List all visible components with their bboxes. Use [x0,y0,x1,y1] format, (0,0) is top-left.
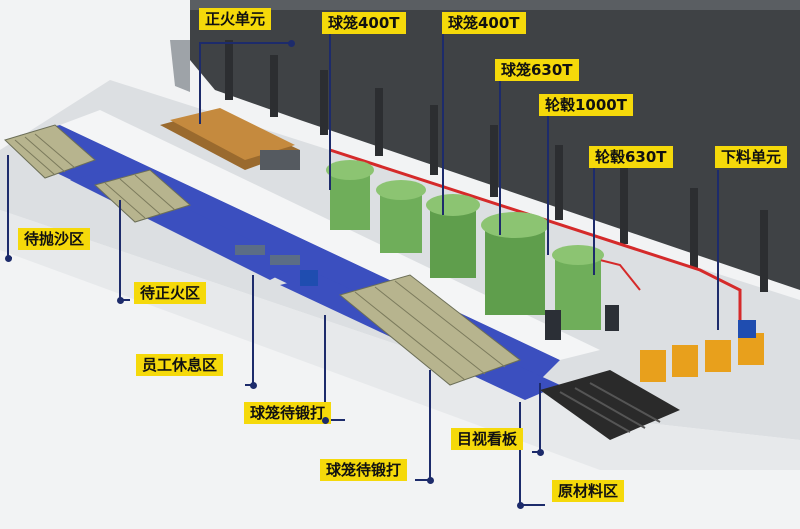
dot-staff-rest [250,382,257,389]
robot-arms [545,305,619,340]
press-ball-cage-630t [426,194,480,278]
unloading-bins [640,333,764,382]
label-normalizing-unit: 正火单元 [199,8,272,30]
dot-forging-a [322,417,329,424]
rack-hatching [14,133,506,381]
dot-normalizing-waiting [117,297,124,304]
press-ball-cage-400t-b [376,180,426,253]
dot-normalizing-unit [288,40,295,47]
label-normalizing-waiting: 待正火区 [134,282,207,304]
label-ball-cage-forging-a: 球笼待锻打 [244,402,332,424]
furnace-cabinet [260,150,300,170]
label-ball-cage-630t: 球笼630T [495,59,579,81]
workstation [738,320,756,338]
label-visual-board: 目视看板 [451,428,524,450]
label-staff-rest-area: 员工休息区 [136,354,224,376]
label-ball-cage-400t-b: 球笼400T [442,12,526,34]
label-ball-cage-forging-b: 球笼待锻打 [320,459,408,481]
dot-raw-material [517,502,524,509]
rest-area-desks [235,245,318,286]
label-hub-1000t: 轮毂1000T [539,94,633,116]
floor-lower [0,210,800,470]
conveyor-red-line [329,148,742,330]
wall-top-edge [190,0,800,10]
dot-visual-board [537,449,544,456]
forging-presses [326,160,604,330]
label-unloading-unit: 下料单元 [715,146,788,168]
raw-material-stripes [559,382,661,433]
dot-shot-blast [5,255,12,262]
raw-material-pile [540,370,680,440]
label-ball-cage-400t-a: 球笼400T [322,12,406,34]
press-hub-1000t [481,212,549,315]
dot-forging-b [427,477,434,484]
left-wall [170,40,190,92]
label-hub-630t: 轮毂630T [589,146,673,168]
white-aisle [60,110,600,360]
press-ball-cage-400t-a [326,160,374,230]
label-shot-blast-waiting: 待抛沙区 [18,228,91,250]
press-hub-630t [552,245,604,330]
label-raw-material-area: 原材料区 [552,480,625,502]
